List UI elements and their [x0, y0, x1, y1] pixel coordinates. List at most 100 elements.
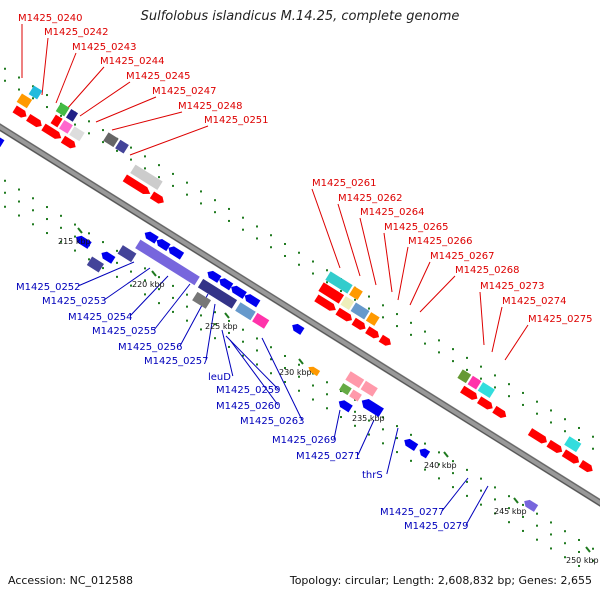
gene-block[interactable] — [192, 291, 212, 309]
forward-gene-label[interactable]: M1425_0247 — [152, 86, 217, 97]
gene-block[interactable] — [467, 375, 482, 390]
gene-arrow[interactable] — [243, 292, 261, 308]
track-dot — [424, 468, 426, 471]
gene-arrow[interactable] — [60, 135, 78, 151]
gene-arrow[interactable] — [335, 307, 354, 324]
forward-gene-label[interactable]: M1425_0251 — [204, 115, 269, 126]
gene-block[interactable] — [345, 371, 365, 389]
gene-block[interactable] — [338, 383, 352, 396]
gene-arrow[interactable] — [492, 405, 508, 420]
gene-arrow[interactable] — [74, 234, 92, 249]
gene-arrow[interactable] — [143, 229, 159, 244]
gene-block[interactable] — [325, 271, 353, 294]
gene-arrow[interactable] — [476, 396, 495, 411]
reverse-gene-label[interactable]: M1425_0263 — [240, 416, 305, 427]
forward-gene-label[interactable]: M1425_0266 — [408, 236, 473, 247]
gene-arrow[interactable] — [578, 460, 595, 474]
gene-block[interactable] — [564, 436, 582, 453]
gene-block[interactable] — [69, 126, 85, 142]
gene-block[interactable] — [235, 302, 256, 321]
gene-arrow[interactable] — [307, 365, 321, 377]
gene-block[interactable] — [55, 102, 70, 117]
gene-arrow[interactable] — [460, 385, 480, 402]
gene-block[interactable] — [103, 132, 119, 148]
gene-block[interactable] — [28, 85, 43, 100]
gene-arrow[interactable] — [0, 134, 5, 148]
gene-block[interactable] — [135, 239, 200, 286]
gene-arrow[interactable] — [26, 114, 44, 129]
reverse-gene-label[interactable]: M1425_0257 — [144, 356, 209, 367]
gene-arrow[interactable] — [378, 334, 393, 348]
forward-gene-label[interactable]: M1425_0274 — [502, 296, 567, 307]
gene-arrow[interactable] — [402, 437, 419, 451]
reverse-gene-label[interactable]: M1425_0279 — [404, 521, 469, 532]
reverse-gene-label[interactable]: leuD — [208, 372, 231, 383]
reverse-gene-label[interactable]: M1425_0252 — [16, 282, 81, 293]
forward-gene-label[interactable]: M1425_0268 — [455, 265, 520, 276]
reverse-gene-label[interactable]: M1425_0256 — [118, 342, 183, 353]
forward-gene-label[interactable]: M1425_0273 — [480, 281, 545, 292]
forward-gene-label[interactable]: M1425_0245 — [126, 71, 191, 82]
gene-block[interactable] — [365, 312, 380, 326]
reverse-gene-label[interactable]: M1425_0253 — [42, 296, 107, 307]
gene-arrow[interactable] — [122, 174, 153, 198]
gene-block[interactable] — [349, 389, 362, 402]
gene-arrow[interactable] — [337, 398, 353, 413]
gene-block[interactable] — [115, 139, 129, 154]
gene-block[interactable] — [86, 256, 104, 273]
forward-gene-label[interactable]: M1425_0243 — [72, 42, 137, 53]
gene-block[interactable] — [50, 114, 63, 128]
gene-block[interactable] — [318, 282, 345, 304]
forward-gene-label[interactable]: M1425_0264 — [360, 207, 425, 218]
gene-arrow[interactable] — [417, 446, 431, 459]
gene-arrow[interactable] — [217, 276, 234, 291]
forward-gene-label[interactable]: M1425_0240 — [18, 13, 83, 24]
forward-gene-label[interactable]: M1425_0244 — [100, 56, 165, 67]
gene-arrow[interactable] — [314, 294, 338, 313]
reverse-gene-label[interactable]: M1425_0260 — [216, 401, 281, 412]
gene-arrow[interactable] — [527, 428, 549, 445]
reverse-gene-label[interactable]: thrS — [362, 470, 383, 481]
gene-block[interactable] — [349, 286, 363, 300]
reverse-gene-label[interactable]: M1425_0269 — [272, 435, 337, 446]
reverse-gene-label[interactable]: M1425_0271 — [296, 451, 361, 462]
gene-arrow[interactable] — [41, 123, 63, 142]
gene-block[interactable] — [117, 245, 137, 263]
forward-gene-label[interactable]: M1425_0275 — [528, 314, 593, 325]
gene-block[interactable] — [477, 382, 495, 399]
forward-gene-label[interactable]: M1425_0261 — [312, 178, 377, 189]
gene-arrow[interactable] — [365, 326, 381, 340]
forward-gene-label[interactable]: M1425_0242 — [44, 27, 109, 38]
gene-arrow[interactable] — [154, 237, 171, 252]
gene-arrow[interactable] — [290, 322, 305, 335]
forward-gene-label[interactable]: M1425_0265 — [384, 222, 449, 233]
gene-arrow[interactable] — [546, 439, 564, 455]
gene-arrow[interactable] — [12, 105, 29, 120]
gene-block[interactable] — [457, 369, 472, 384]
forward-gene-label[interactable]: M1425_0262 — [338, 193, 403, 204]
gene-block[interactable] — [350, 302, 370, 320]
gene-arrow[interactable] — [522, 498, 539, 512]
gene-arrow[interactable] — [205, 269, 222, 283]
forward-gene-label[interactable]: M1425_0248 — [178, 101, 243, 112]
reverse-gene-label[interactable]: M1425_0254 — [68, 312, 133, 323]
gene-block[interactable] — [360, 380, 378, 397]
gene-block[interactable] — [197, 278, 238, 309]
gene-block[interactable] — [65, 108, 79, 122]
reverse-gene-label[interactable]: M1425_0277 — [380, 507, 445, 518]
gene-arrow[interactable] — [149, 191, 166, 206]
gene-block[interactable] — [340, 296, 355, 310]
gene-arrow[interactable] — [99, 250, 116, 264]
gene-arrow[interactable] — [166, 244, 185, 260]
reverse-gene-label[interactable]: M1425_0259 — [216, 385, 281, 396]
forward-gene-label[interactable]: M1425_0267 — [430, 251, 495, 262]
reverse-gene-label[interactable]: M1425_0255 — [92, 326, 157, 337]
gene-arrow[interactable] — [229, 284, 247, 299]
gene-block[interactable] — [59, 119, 73, 134]
gene-block[interactable] — [16, 93, 33, 109]
gene-arrow[interactable] — [359, 396, 384, 418]
gene-block[interactable] — [252, 312, 270, 329]
gene-arrow[interactable] — [561, 449, 582, 465]
gene-arrow[interactable] — [351, 317, 368, 332]
gene-block[interactable] — [130, 164, 163, 191]
